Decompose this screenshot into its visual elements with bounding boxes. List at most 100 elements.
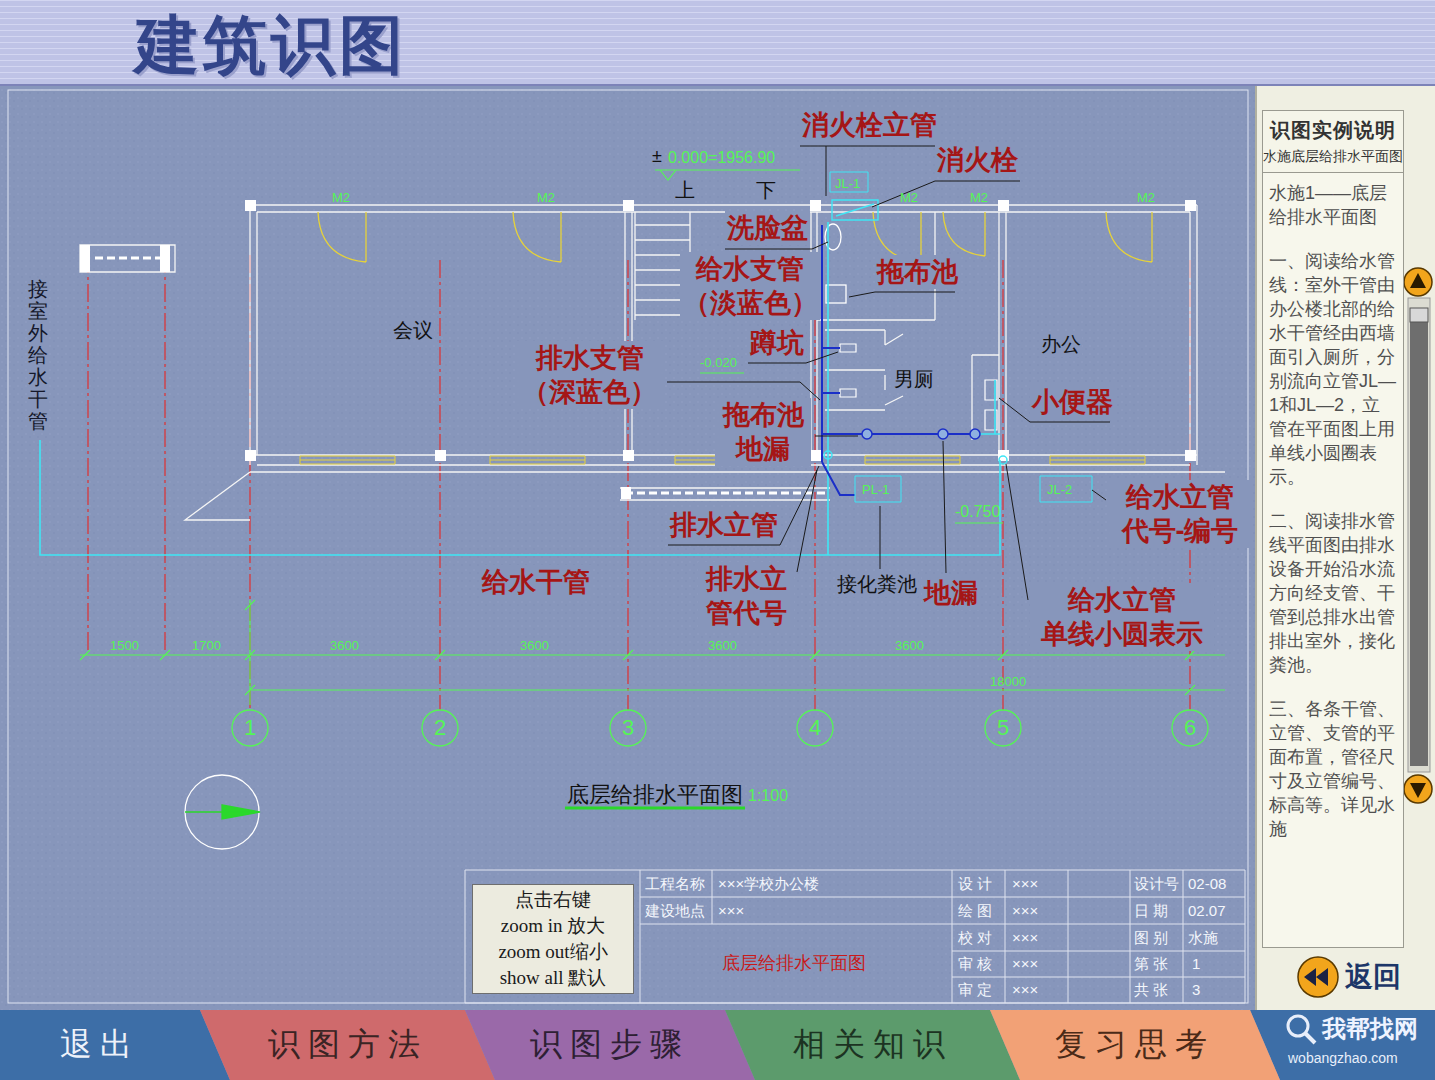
title-block-cell: 日 期: [1134, 902, 1168, 921]
title-block-cell: 共 张: [1134, 981, 1168, 1000]
nav-tab-fill: [200, 1010, 495, 1080]
axis-circle: [422, 710, 458, 746]
supply-riser: [824, 451, 832, 459]
callout-label: 消火栓立管: [800, 108, 939, 142]
nav-tab: 识图方法: [200, 1010, 495, 1080]
room-label: 办公: [1040, 332, 1082, 357]
pipe-code: 3600: [895, 638, 924, 654]
room-label: 下: [755, 178, 777, 203]
pipe-code: 1700: [192, 638, 221, 654]
elevation-value: -0.750: [955, 502, 1000, 522]
down-arrow: [1410, 783, 1426, 798]
callout-label: 蹲坑: [748, 326, 806, 360]
panel-paragraph: 一、阅读给水管线：室外干管由办公楼北部的给水干管经由西墙面引入厕所，分别流向立管…: [1269, 249, 1397, 489]
button-label: 返回: [1345, 958, 1401, 996]
tab-label: 识图步骤: [530, 1023, 690, 1067]
up-arrow: [1410, 273, 1426, 288]
callout-label: 拖布池 地漏: [715, 398, 811, 466]
pipe-code: 3600: [520, 638, 549, 654]
title-block-cell: ×××: [1012, 875, 1038, 894]
return-arrows: [1304, 968, 1328, 986]
hint-line: show all 默认: [473, 965, 633, 991]
scroll-grip: [1410, 308, 1428, 322]
axis-number: 4: [809, 714, 821, 742]
wall-lines: [80, 205, 1225, 520]
pipe-code-boxes: [830, 172, 1092, 502]
pipe-code: JL-2: [1047, 482, 1072, 498]
axis-circle: [985, 710, 1021, 746]
pipe-note: 接室外给水干管: [28, 278, 48, 432]
room-label: 会议: [392, 318, 434, 343]
scroll-thumb: [1410, 308, 1428, 766]
title-block-cell: 审 定: [958, 981, 992, 1000]
leader-lines: [667, 146, 1110, 600]
watermark: 我帮找网: [1322, 1014, 1418, 1044]
title-block-cell: 校 对: [958, 929, 992, 948]
hint-line: 点击右键: [473, 887, 633, 913]
watermark: wobangzhao.com: [1288, 1050, 1398, 1068]
scroll-up-button: [1404, 268, 1432, 296]
squat-pans: [840, 344, 856, 397]
floor-drain: [970, 429, 980, 439]
axis-circle: [1172, 710, 1208, 746]
floor-drain: [938, 429, 948, 439]
hint-line: zoom in 放大: [473, 913, 633, 939]
callout-label: 排水支管 （深蓝色）: [515, 341, 664, 409]
axis-circles: [232, 710, 1208, 746]
title-block-cell: ×××学校办公楼: [718, 875, 819, 894]
zoom-hint-box: 点击右键zoom in 放大zoom out缩小show all 默认: [472, 884, 634, 994]
pipe-code: M2: [332, 190, 350, 206]
pipe-code: 3600: [708, 638, 737, 654]
bottom-band: [1250, 1010, 1435, 1080]
side-panel: [1256, 86, 1435, 1010]
nav-tab-fill: [725, 1010, 1020, 1080]
drawing-frame: [8, 90, 1248, 1003]
nav-tab-fill: [990, 1010, 1280, 1080]
title-block-cell: ×××: [1012, 902, 1038, 921]
axis-number: 3: [622, 714, 634, 742]
elevation-marks: [655, 170, 1003, 523]
title-block-cell: 图 别: [1134, 929, 1168, 948]
callout-label: 给水支管 （淡蓝色）: [680, 252, 820, 320]
hint-line: zoom out缩小: [473, 939, 633, 965]
nav-tab: 退出: [0, 1010, 230, 1080]
floor-drain: [862, 429, 872, 439]
axis-number: 6: [1184, 714, 1196, 742]
axis-lines: [88, 255, 1190, 710]
side-panel-edge: [1255, 86, 1257, 1010]
north-arrow: [185, 805, 260, 819]
scroll-down-button: [1404, 775, 1432, 803]
panel-text-box: 水施1——底层给排水平面图一、阅读给水管线：室外干管由办公楼北部的给水干管经由西…: [1262, 173, 1404, 948]
header-rule: [0, 84, 1435, 86]
pipe-code: PL-1: [862, 482, 889, 498]
axis-number: 5: [997, 714, 1009, 742]
axis-number: 1: [244, 714, 256, 742]
callout-label: 排水立管: [668, 508, 780, 542]
tab-label: 复习思考: [1055, 1023, 1215, 1067]
callout-label: 排水立 管代号: [698, 562, 794, 630]
title-block-cell: 02.07: [1188, 902, 1226, 921]
elevation-sign: ±: [652, 145, 662, 168]
pipe-code: M2: [900, 190, 918, 206]
mop-sink: [826, 285, 846, 303]
pipe-code: 3600: [330, 638, 359, 654]
title-block-cell: 设计号: [1134, 875, 1179, 894]
water-supply-pipes: [40, 222, 1000, 555]
supply-riser: [999, 456, 1007, 464]
room-label: 接化粪池: [836, 572, 918, 597]
panel-paragraph: 三、各条干管、立管、支管的平面布置，管径尺寸及立管编号、标高等。详见水施: [1269, 697, 1397, 841]
nav-tab: 识图步骤: [465, 1010, 755, 1080]
pipe-code: JL-1: [835, 176, 860, 192]
axis-circle: [797, 710, 833, 746]
title-block-cell: 建设地点: [645, 902, 705, 921]
nav-tab: 相关知识: [725, 1010, 1020, 1080]
nav-tab-fill: [0, 1010, 230, 1080]
return-icon: [1298, 957, 1338, 997]
title-block-cell: ×××: [1012, 929, 1038, 948]
magnifier-handle: [1305, 1033, 1315, 1043]
callout-label: 给水立管 单线小圆表示: [1030, 583, 1214, 651]
callout-label: 消火栓: [935, 143, 1020, 177]
header-band: [0, 0, 1435, 86]
tab-label: 识图方法: [268, 1023, 428, 1067]
panel-paragraph: 二、阅读排水管线平面图由排水设备开始沿水流方向经支管、干管到总排水出管排出室外，…: [1269, 509, 1397, 677]
